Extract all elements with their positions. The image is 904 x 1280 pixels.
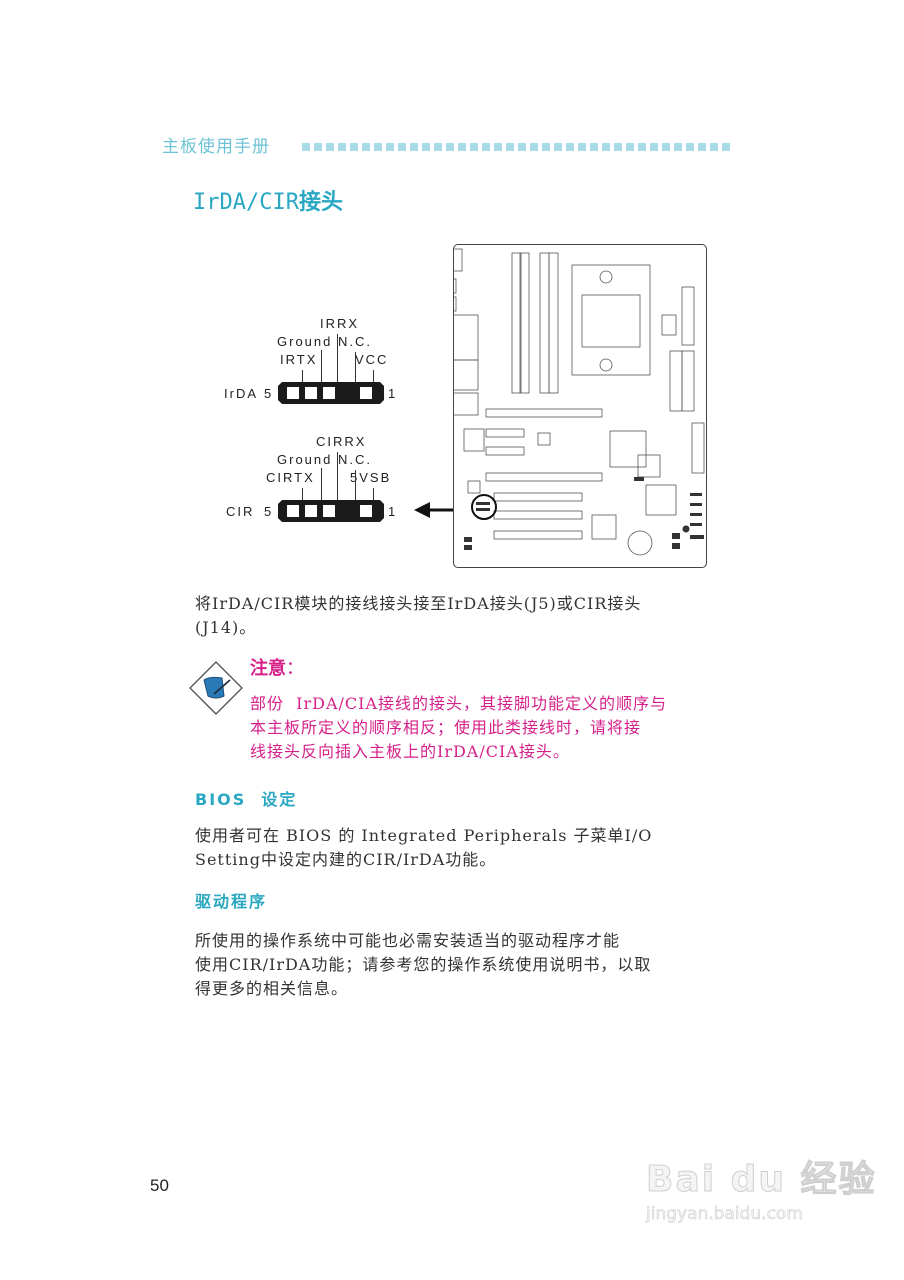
header-dot — [722, 143, 730, 151]
driver-line-1: 所使用的操作系统中可能也必需安装适当的驱动程序才能 — [195, 931, 621, 950]
cir-signal-rx: CIRRX — [316, 434, 367, 449]
header-dot — [338, 143, 346, 151]
note-line-3: 线接头反向插入主板上的IrDA/CIA接头。 — [250, 742, 570, 761]
header-dot — [518, 143, 526, 151]
note-line-1: 部份 IrDA/CIA接线的接头，其接脚功能定义的顺序与 — [250, 694, 668, 713]
irda-signal-tx: IRTX — [280, 352, 318, 367]
section-title-cn: 接头 — [298, 190, 343, 215]
header-dot — [326, 143, 334, 151]
cir-pin-diagram: CIRRX Ground N.C. CIRTX 5VSB CIR 5 1 — [222, 430, 402, 530]
bios-paragraph: 使用者可在 BIOS 的 Integrated Peripherals 子菜单I… — [195, 824, 755, 872]
intro-line-2: (J14)。 — [195, 618, 257, 637]
motherboard-drawing — [441, 248, 705, 556]
cir-signal-5vsb: 5VSB — [350, 470, 392, 485]
header-dot — [446, 143, 454, 151]
header-dot — [698, 143, 706, 151]
intro-line-1: 将IrDA/CIR模块的接线接头接至IrDA接头(J5)或CIR接头 — [195, 594, 642, 613]
header-dotted-rule — [302, 143, 738, 151]
header-dot — [686, 143, 694, 151]
note-title-colon: ： — [286, 658, 304, 679]
cir-pin-5-label: 5 — [264, 504, 274, 519]
note-text: 部份 IrDA/CIA接线的接头，其接脚功能定义的顺序与 本主板所定义的顺序相反… — [250, 692, 740, 764]
header-dot — [602, 143, 610, 151]
header-dot — [302, 143, 310, 151]
driver-paragraph: 所使用的操作系统中可能也必需安装适当的驱动程序才能 使用CIR/IrDA功能；请… — [195, 929, 755, 1001]
baidu-watermark: Bai du 经验 jingyan.baidu.com — [646, 1150, 877, 1225]
header-dot — [470, 143, 478, 151]
irda-connector-label: IrDA — [224, 386, 258, 401]
note-title-text: 注意 — [250, 658, 286, 679]
header-dot — [590, 143, 598, 151]
watermark-url: jingyan.baidu.com — [646, 1204, 803, 1225]
page-number: 50 — [150, 1176, 169, 1195]
section-title: IrDA/CIR接头 — [193, 184, 343, 216]
irda-signal-nc: N.C. — [338, 334, 372, 349]
driver-line-2: 使用CIR/IrDA功能；请参考您的操作系统使用说明书，以取 — [195, 955, 652, 974]
bios-line-1: 使用者可在 BIOS 的 Integrated Peripherals 子菜单I… — [195, 826, 653, 845]
section-title-latin: IrDA/CIR — [193, 190, 299, 215]
header-dot — [458, 143, 466, 151]
header-dot — [710, 143, 718, 151]
watermark-logo-text: Bai du 经验 — [646, 1159, 877, 1201]
irda-header-connector — [278, 382, 384, 404]
pointer-arrow-icon — [414, 502, 474, 518]
bios-heading: BIOS 设定 — [195, 790, 298, 809]
intro-paragraph: 将IrDA/CIR模块的接线接头接至IrDA接头(J5)或CIR接头 (J14)… — [195, 592, 755, 640]
irda-pin-5-label: 5 — [264, 386, 274, 401]
cir-signal-tx: CIRTX — [266, 470, 315, 485]
cir-pin-1-label: 1 — [388, 504, 398, 519]
header-dot — [674, 143, 682, 151]
header-dot — [554, 143, 562, 151]
header-dot — [626, 143, 634, 151]
header-dot — [398, 143, 406, 151]
header-dot — [374, 143, 382, 151]
motherboard-layout-diagram — [441, 244, 707, 568]
header-dot — [434, 143, 442, 151]
cir-connector-label: CIR — [226, 504, 255, 519]
driver-line-3: 得更多的相关信息。 — [195, 979, 349, 998]
header-dot — [410, 143, 418, 151]
header-dot — [314, 143, 322, 151]
header-dot — [662, 143, 670, 151]
irda-signal-rx: IRRX — [320, 316, 360, 331]
bios-line-2: Setting中设定内建的CIR/IrDA功能。 — [195, 850, 497, 869]
irda-signal-ground: Ground — [277, 334, 333, 349]
cir-header-connector — [278, 500, 384, 522]
note-line-2: 本主板所定义的顺序相反；使用此类接线时，请将接 — [250, 718, 642, 737]
header-dot — [386, 143, 394, 151]
manual-header-title: 主板使用手册 — [162, 137, 270, 157]
driver-heading: 驱动程序 — [195, 892, 268, 911]
irda-signal-vcc: VCC — [355, 352, 389, 367]
header-dot — [506, 143, 514, 151]
header-dot — [482, 143, 490, 151]
header-dot — [362, 143, 370, 151]
header-dot — [614, 143, 622, 151]
note-title: 注意： — [250, 654, 304, 680]
note-pen-diamond-icon — [189, 661, 243, 715]
header-dot — [542, 143, 550, 151]
header-dot — [422, 143, 430, 151]
header-dot — [578, 143, 586, 151]
cir-signal-ground: Ground — [277, 452, 333, 467]
header-dot — [494, 143, 502, 151]
header-dot — [638, 143, 646, 151]
irda-pin-diagram: IRRX Ground N.C. IRTX VCC IrDA 5 1 — [222, 312, 402, 412]
cir-signal-nc: N.C. — [338, 452, 372, 467]
header-dot — [530, 143, 538, 151]
header-dot — [350, 143, 358, 151]
irda-pin-1-label: 1 — [388, 386, 398, 401]
header-dot — [650, 143, 658, 151]
header-dot — [566, 143, 574, 151]
